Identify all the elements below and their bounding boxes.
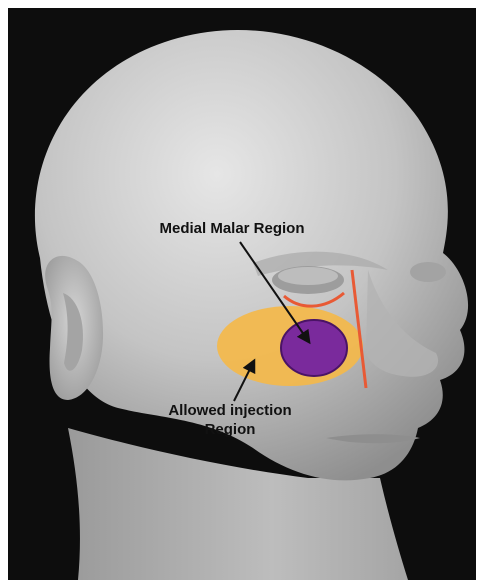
diagram-frame: Medial Malar Region Allowed injection Re…: [8, 8, 476, 580]
face-diagram: Medial Malar Region Allowed injection Re…: [8, 8, 476, 580]
medial-malar-region: [281, 320, 347, 376]
allowed-region-label-line1: Allowed injection: [168, 402, 291, 419]
right-eye: [410, 262, 446, 282]
left-eye-lid: [278, 267, 338, 285]
allowed-region-label-line2: Region: [205, 421, 256, 438]
medial-malar-label: Medial Malar Region: [159, 220, 304, 237]
